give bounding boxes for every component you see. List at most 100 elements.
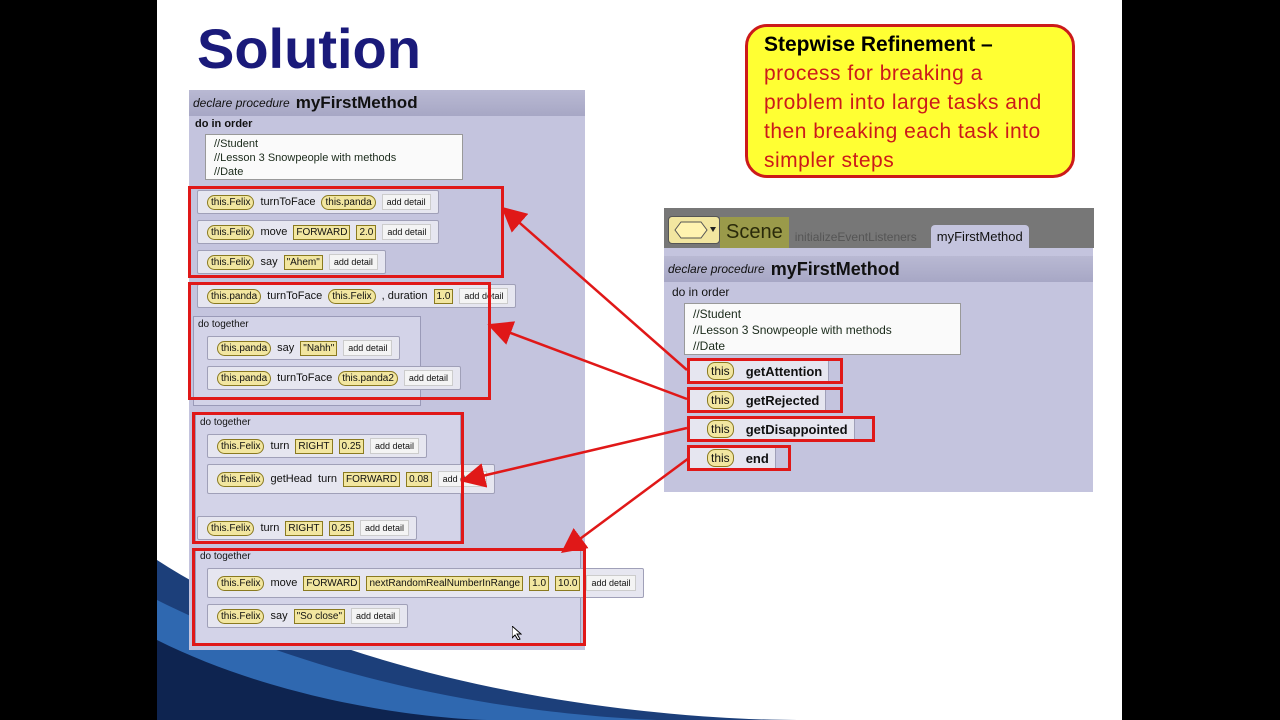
statement-row[interactable]: this.Felix turnToFace this.panda add det… (197, 190, 439, 214)
add-detail-button[interactable]: add detail (360, 520, 410, 536)
highlight-box (687, 387, 843, 413)
slide: Solution Stepwise Refinement – process f… (157, 0, 1122, 720)
hexagon-icon (674, 221, 716, 239)
comment-line: //Lesson 3 Snowpeople with methods (693, 323, 892, 337)
add-detail-button[interactable]: add detail (586, 575, 636, 591)
method-label: move (260, 226, 288, 238)
target-pill[interactable]: this.Felix (207, 254, 255, 270)
do-in-order-label: do in order (195, 118, 253, 130)
arg-value[interactable]: 2.0 (356, 224, 377, 240)
do-in-order-label: do in order (672, 285, 730, 299)
end-call[interactable]: this end (688, 447, 776, 469)
arg-value[interactable]: 10.0 (555, 575, 581, 591)
method-label: say (277, 342, 295, 354)
this-pill[interactable]: this (707, 391, 734, 409)
comment-line: //Student (214, 138, 259, 150)
target-pill[interactable]: this.panda (217, 340, 272, 356)
tab-initialize-event-listeners[interactable]: initializeEventListeners (794, 230, 917, 244)
target-pill[interactable]: this.Felix (207, 520, 255, 536)
do-together-label: do together (198, 319, 249, 330)
call-method-label: getDisappointed (745, 421, 848, 437)
arg-value[interactable]: RIGHT (295, 438, 333, 454)
add-detail-button[interactable]: add detail (351, 608, 401, 624)
this-pill[interactable]: this (707, 362, 734, 380)
arg-value[interactable]: FORWARD (293, 224, 351, 240)
method-label: turnToFace (267, 290, 323, 302)
statement-row[interactable]: this.Felix say "So close" add detail (207, 604, 409, 628)
target-pill[interactable]: this.Felix (217, 438, 265, 454)
arg-value[interactable]: 0.25 (328, 520, 354, 536)
slide-decoration (157, 560, 797, 720)
statement-row[interactable]: this.Felix move FORWARD 2.0 add detail (197, 220, 440, 244)
declare-label: declare procedure (668, 262, 765, 276)
add-detail-button[interactable]: add detail (459, 288, 509, 304)
statement-row[interactable]: this.Felix turn RIGHT 0.25 add detail (197, 516, 418, 540)
right-code-panel: Scene initializeEventListeners myFirstMe… (664, 208, 1094, 492)
arg-pill[interactable]: this.panda2 (338, 370, 398, 386)
tab-bar: Scene initializeEventListeners myFirstMe… (664, 208, 1094, 248)
method-label: turn (260, 522, 280, 534)
target-pill[interactable]: this.Felix (217, 471, 265, 487)
add-detail-button[interactable]: add detail (370, 438, 420, 454)
tab-my-first-method[interactable]: myFirstMethod (930, 225, 1029, 248)
highlight-box (192, 548, 586, 646)
arrow (460, 426, 688, 488)
function-call[interactable]: nextRandomRealNumberInRange (366, 575, 524, 591)
tab-scene[interactable]: Scene (720, 217, 789, 248)
this-pill[interactable]: this (707, 449, 734, 467)
target-pill[interactable]: this.panda (217, 370, 272, 386)
comment-line: //Student (693, 307, 742, 321)
target-pill[interactable]: this.panda (207, 288, 262, 304)
arrow (560, 456, 690, 553)
declare-label: declare procedure (193, 96, 290, 110)
target-pill[interactable]: this.Felix (207, 194, 255, 210)
add-detail-button[interactable]: add detail (343, 340, 393, 356)
arg-value[interactable]: 1.0 (433, 288, 454, 304)
method-label: turn (270, 440, 290, 452)
statement-row[interactable]: this.panda say "Nahh" add detail (207, 336, 401, 360)
comment-line: //Date (693, 339, 726, 353)
arg-value[interactable]: "Nahh" (300, 340, 338, 356)
arg-pill[interactable]: this.Felix (328, 288, 376, 304)
add-detail-button[interactable]: add detail (382, 224, 432, 240)
method-label: getHead (270, 473, 313, 485)
method-label: turnToFace (260, 196, 316, 208)
right-procedure-header: declare procedure myFirstMethod (664, 256, 1093, 282)
target-pill[interactable]: this.Felix (217, 608, 265, 624)
arg-value[interactable]: "So close" (293, 608, 346, 624)
statement-row[interactable]: this.Felix turn RIGHT 0.25 add detail (207, 434, 428, 458)
arg-value[interactable]: "Ahem" (283, 254, 323, 270)
get-rejected-call[interactable]: this getRejected (688, 389, 827, 411)
method-name: myFirstMethod (295, 93, 418, 112)
call-method-label: end (745, 450, 769, 466)
add-detail-button[interactable]: add detail (328, 254, 378, 270)
get-attention-call[interactable]: this getAttention (688, 360, 830, 382)
target-pill[interactable]: this.Felix (217, 575, 265, 591)
comment-line: //Lesson 3 Snowpeople with methods (214, 152, 397, 164)
comment-block: //Student //Lesson 3 Snowpeople with met… (684, 303, 961, 355)
target-pill[interactable]: this.Felix (207, 224, 255, 240)
arg-pill[interactable]: this.panda (321, 194, 376, 210)
arg-value[interactable]: RIGHT (285, 520, 323, 536)
arg-value[interactable]: 0.25 (338, 438, 364, 454)
statement-row[interactable]: this.Felix say "Ahem" add detail (197, 250, 386, 274)
arg-value[interactable]: FORWARD (343, 471, 401, 487)
this-pill[interactable]: this (707, 420, 734, 438)
add-detail-button[interactable]: add detail (381, 194, 431, 210)
statement-row[interactable]: this.panda turnToFace this.panda2 add de… (207, 366, 461, 390)
arg-value[interactable]: 1.0 (529, 575, 550, 591)
method-label: move (270, 577, 298, 589)
do-together-label: do together (200, 551, 251, 562)
param-label: , duration (381, 290, 428, 302)
arg-value[interactable]: FORWARD (303, 575, 361, 591)
comment-block: //Student //Lesson 3 Snowpeople with met… (205, 134, 463, 180)
arg-value[interactable]: 0.08 (406, 471, 432, 487)
get-disappointed-call[interactable]: this getDisappointed (688, 418, 855, 440)
statement-row[interactable]: this.panda turnToFace this.Felix , durat… (197, 284, 517, 308)
scene-selector-button[interactable] (668, 216, 720, 244)
call-method-label: getRejected (745, 392, 820, 408)
method-name: myFirstMethod (770, 258, 900, 279)
callout-body: process for breaking a problem into larg… (764, 62, 1042, 172)
add-detail-button[interactable]: add detail (403, 370, 453, 386)
statement-row[interactable]: this.Felix move FORWARD nextRandomRealNu… (207, 568, 644, 598)
